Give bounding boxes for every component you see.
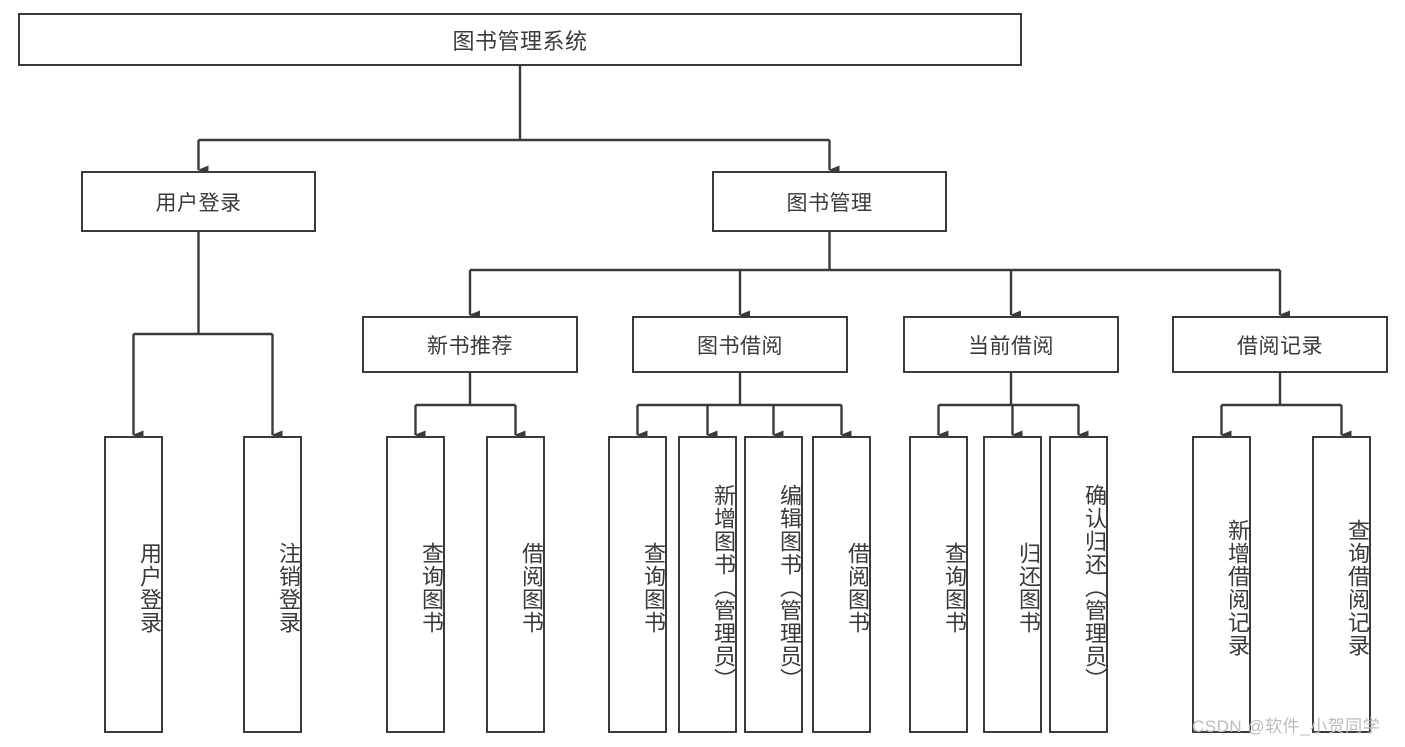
node-label: 确认归还（管理员）	[1082, 484, 1107, 691]
node-records[interactable]: 借阅记录	[1172, 316, 1388, 373]
node-newbook[interactable]: 新书推荐	[362, 316, 578, 373]
node-l-bedit[interactable]: 编辑图书（管理员）	[744, 436, 803, 733]
node-label: 用户登录	[155, 191, 242, 215]
node-label: 新增图书（管理员）	[711, 484, 736, 691]
node-bookmgmt[interactable]: 图书管理	[712, 171, 947, 232]
node-label: 查询借阅记录	[1345, 518, 1370, 657]
node-label: 查询图书	[641, 541, 666, 634]
node-label: 图书管理系统	[452, 28, 588, 54]
node-label: 用户登录	[137, 541, 162, 634]
node-label: 新增借阅记录	[1225, 518, 1250, 657]
node-l-badd[interactable]: 新增图书（管理员）	[678, 436, 737, 733]
node-label: 编辑图书（管理员）	[777, 484, 802, 691]
csdn-watermark: CSDN @软件_小贺同学	[1192, 717, 1381, 736]
node-label: 当前借阅	[968, 334, 1054, 358]
node-label: 借阅图书	[519, 541, 544, 634]
node-l-cconfirm[interactable]: 确认归还（管理员）	[1049, 436, 1108, 733]
node-l-login[interactable]: 用户登录	[104, 436, 163, 733]
node-label: 注销登录	[276, 541, 301, 634]
node-l-bq[interactable]: 查询图书	[608, 436, 667, 733]
node-l-logout[interactable]: 注销登录	[243, 436, 302, 733]
node-label: 图书管理	[786, 191, 873, 215]
node-l-nb-borrow[interactable]: 借阅图书	[486, 436, 545, 733]
node-label: 查询图书	[419, 541, 444, 634]
node-label: 归还图书	[1016, 541, 1041, 634]
edge-layer	[132, 66, 1352, 440]
node-l-bborrow[interactable]: 借阅图书	[812, 436, 871, 733]
node-l-cq[interactable]: 查询图书	[909, 436, 968, 733]
node-label: 借阅记录	[1237, 334, 1323, 358]
node-borrow[interactable]: 图书借阅	[632, 316, 848, 373]
node-label: 查询图书	[942, 541, 967, 634]
node-current[interactable]: 当前借阅	[903, 316, 1119, 373]
node-label: 新书推荐	[427, 334, 513, 358]
node-root[interactable]: 图书管理系统	[18, 13, 1022, 66]
node-l-rquery[interactable]: 查询借阅记录	[1312, 436, 1371, 733]
node-l-nb-query[interactable]: 查询图书	[386, 436, 445, 733]
node-label: 图书借阅	[697, 334, 783, 358]
node-l-creturn[interactable]: 归还图书	[983, 436, 1042, 733]
node-login[interactable]: 用户登录	[81, 171, 316, 232]
node-label: 借阅图书	[845, 541, 870, 634]
node-l-radd[interactable]: 新增借阅记录	[1192, 436, 1251, 733]
